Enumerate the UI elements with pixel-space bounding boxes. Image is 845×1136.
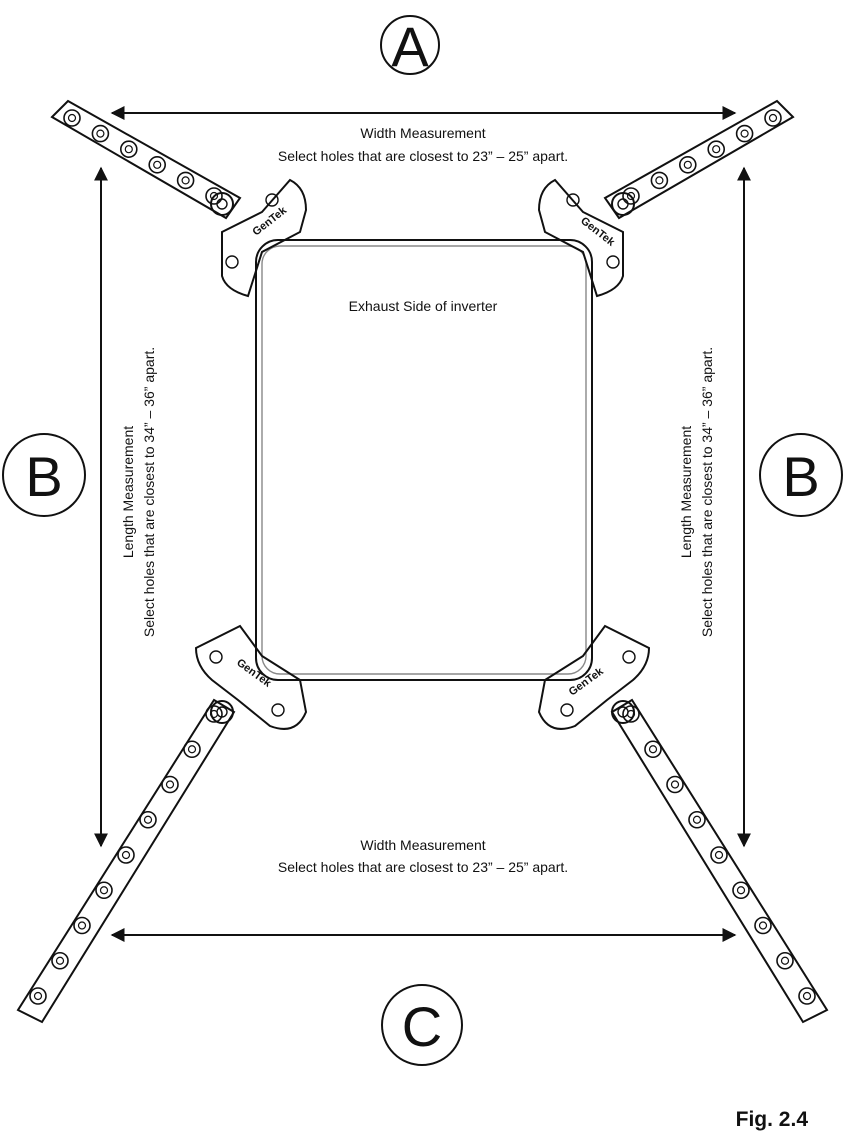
- width-title-bottom: Width Measurement: [360, 837, 485, 853]
- rail-hole: [120, 140, 138, 158]
- marker-a: A: [380, 15, 440, 78]
- rail-hole-inner: [209, 191, 219, 201]
- rail-hole: [161, 775, 179, 794]
- marker-c-letter: C: [402, 995, 442, 1058]
- bracket-top-left: [210, 178, 308, 298]
- figure-label: Fig. 2.4: [736, 1108, 809, 1131]
- rail-hole: [735, 124, 754, 143]
- length-text-right: Length Measurement Select holes that are…: [678, 347, 715, 637]
- rail-hole: [707, 140, 726, 158]
- length-text-left: Length Measurement Select holes that are…: [120, 347, 157, 637]
- rail-top-left: [50, 99, 242, 220]
- rail-hole-inner: [780, 956, 790, 965]
- rail-hole: [776, 951, 794, 970]
- rail-hole: [29, 987, 47, 1005]
- rail-bottom-left: [16, 698, 236, 1024]
- rail-hole-inner: [96, 129, 105, 138]
- rail-hole: [183, 740, 201, 759]
- rail-hole: [148, 156, 166, 174]
- rail-hole: [63, 109, 81, 127]
- rail-hole: [622, 187, 640, 205]
- rail-hole: [622, 705, 640, 723]
- bracket-bottom-left: [194, 624, 308, 730]
- rail-hole-inner: [712, 145, 721, 154]
- rail-bottom-right: [610, 698, 829, 1024]
- rail-hole: [798, 987, 816, 1005]
- rail-hole: [688, 810, 706, 829]
- rail-hole-inner: [758, 921, 768, 930]
- rail-hole-inner: [181, 176, 190, 185]
- rail-hole-inner: [648, 745, 658, 754]
- rail-hole: [678, 156, 697, 174]
- rail-hole-inner: [99, 886, 109, 895]
- rail-hole-inner: [740, 129, 749, 138]
- width-instruction-bottom: Select holes that are closest to 23” – 2…: [278, 859, 568, 875]
- rail-hole: [754, 916, 772, 935]
- rail-hole-inner: [655, 176, 664, 185]
- width-instruction-top: Select holes that are closest to 23” – 2…: [278, 148, 568, 164]
- length-instruction-right: Select holes that are closest to 34” – 3…: [699, 347, 715, 637]
- rail-hole-inner: [187, 745, 197, 754]
- marker-a-letter: A: [391, 15, 429, 78]
- rail-hole: [666, 775, 684, 794]
- bracket-bottom-right: [537, 624, 651, 730]
- rail-hole: [710, 846, 728, 864]
- rail-hole-inner: [683, 160, 692, 169]
- rail-hole: [117, 846, 135, 864]
- rail-hole-inner: [55, 956, 65, 965]
- rail-hole: [644, 740, 662, 759]
- marker-c: C: [381, 984, 463, 1066]
- bracket-top-right: [537, 178, 635, 298]
- rail-hole-inner: [714, 850, 724, 860]
- rail-hole-inner: [121, 850, 131, 860]
- rail-hole-inner: [124, 145, 133, 154]
- rail-hole: [91, 124, 110, 143]
- rail-hole: [139, 810, 157, 829]
- length-title-left: Length Measurement: [120, 426, 136, 558]
- rail-hole-inner: [143, 815, 153, 824]
- bracket-brand-bottom-left: GenTek: [234, 657, 274, 690]
- bracket-brand-bottom-right: GenTek: [567, 665, 607, 698]
- marker-b-right-letter: B: [782, 445, 819, 508]
- rail-hole-inner: [670, 780, 680, 789]
- rail-holes: [29, 109, 816, 1005]
- rail-hole-inner: [626, 191, 636, 201]
- inverter-label: Exhaust Side of inverter: [349, 298, 498, 314]
- rail-hole-inner: [67, 113, 77, 123]
- rail-hole: [205, 187, 223, 205]
- rail-hole-inner: [33, 991, 43, 1001]
- inverter-outline: Exhaust Side of inverter: [255, 239, 593, 681]
- rail-hole-inner: [768, 113, 778, 123]
- marker-b-left-letter: B: [25, 445, 62, 508]
- length-instruction-left: Select holes that are closest to 34” – 3…: [141, 347, 157, 637]
- rail-top-right: [603, 99, 795, 220]
- rail-hole-inner: [165, 780, 175, 789]
- marker-b-right: B: [759, 433, 843, 517]
- rail-hole: [732, 881, 750, 900]
- rail-hole-inner: [736, 886, 746, 895]
- rail-hole: [650, 171, 669, 190]
- rail-hole: [205, 705, 223, 723]
- rail-hole: [95, 881, 113, 900]
- bracket-brand-top-left: GenTek: [250, 204, 289, 238]
- rail-hole: [51, 951, 69, 970]
- marker-b-left: B: [2, 433, 86, 517]
- rail-hole: [73, 916, 91, 935]
- length-title-right: Length Measurement: [678, 426, 694, 558]
- width-title-top: Width Measurement: [360, 125, 485, 141]
- rail-hole-inner: [692, 815, 702, 824]
- rail-hole: [764, 109, 782, 127]
- rail-hole-inner: [77, 921, 87, 930]
- rail-hole-inner: [802, 991, 812, 1001]
- rail-hole-inner: [153, 160, 162, 169]
- rail-hole: [176, 171, 195, 190]
